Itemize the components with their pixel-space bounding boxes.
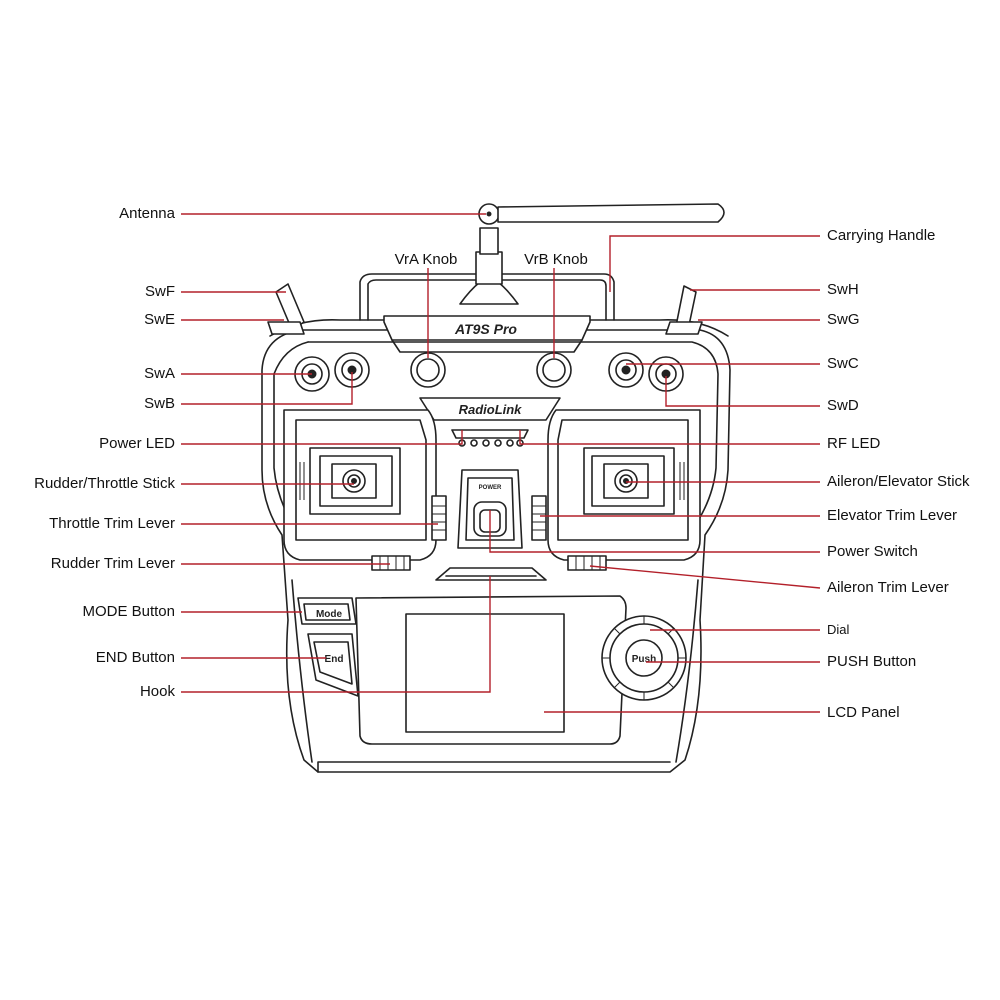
push-button-label: Push xyxy=(632,654,656,665)
label-rf-led: RF LED xyxy=(827,435,881,452)
model-label: AT9S Pro xyxy=(454,321,517,337)
leader-rf-led xyxy=(519,430,820,445)
rudder-throttle-stick[interactable] xyxy=(283,409,437,561)
label-hook: Hook xyxy=(140,683,176,700)
elevator-trim-lever[interactable] xyxy=(531,495,547,541)
label-aileron-trim-lever: Aileron Trim Lever xyxy=(827,579,949,596)
label-vrb-knob: VrB Knob xyxy=(524,251,588,268)
leader-swd xyxy=(665,376,820,407)
label-end-button: END Button xyxy=(96,649,175,666)
label-swd: SwD xyxy=(827,397,859,414)
mode-button-label: Mode xyxy=(316,609,343,620)
label-vra-knob: VrA Knob xyxy=(395,251,458,268)
label-mode-button: MODE Button xyxy=(82,603,175,620)
rudder-trim-lever[interactable] xyxy=(371,555,411,571)
label-swc: SwC xyxy=(827,355,859,372)
label-swb: SwB xyxy=(144,395,175,412)
label-dial: Dial xyxy=(827,622,850,637)
label-rudder-throttle-stick: Rudder/Throttle Stick xyxy=(34,475,175,492)
led-row xyxy=(458,439,524,447)
label-carrying-handle: Carrying Handle xyxy=(827,227,935,244)
end-button[interactable] xyxy=(307,633,359,697)
antenna xyxy=(459,203,725,305)
label-elevator-trim-lever: Elevator Trim Lever xyxy=(827,507,957,524)
label-power-switch: Power Switch xyxy=(827,543,918,560)
power-switch[interactable] xyxy=(457,469,523,549)
throttle-trim-lever[interactable] xyxy=(431,495,447,541)
hook xyxy=(435,567,547,581)
end-button-label: End xyxy=(325,654,344,665)
swc-switch[interactable] xyxy=(608,352,644,388)
swh-swg-switch[interactable] xyxy=(665,285,703,335)
label-swh: SwH xyxy=(827,281,859,298)
swf-swe-switch[interactable] xyxy=(267,283,305,335)
leader-swb xyxy=(181,372,353,405)
label-swf: SwF xyxy=(145,283,175,300)
aileron-trim-lever[interactable] xyxy=(567,555,607,571)
swb-switch[interactable] xyxy=(334,352,370,388)
label-rudder-trim-lever: Rudder Trim Lever xyxy=(51,555,175,572)
leader-aileron-trim-lever xyxy=(589,565,821,589)
leader-hook xyxy=(181,576,491,693)
labels: Antenna Carrying Handle VrA Knob VrB Kno… xyxy=(34,205,970,721)
label-swg: SwG xyxy=(827,311,860,328)
label-throttle-trim-lever: Throttle Trim Lever xyxy=(49,515,175,532)
brand-label: RadioLink xyxy=(459,402,523,417)
vra-knob[interactable] xyxy=(410,352,446,388)
power-switch-label: POWER xyxy=(479,485,502,491)
label-lcd-panel: LCD Panel xyxy=(827,704,900,721)
vrb-knob[interactable] xyxy=(536,352,572,388)
label-swe: SwE xyxy=(144,311,175,328)
aileron-elevator-stick[interactable] xyxy=(547,409,701,561)
leader-carrying-handle xyxy=(609,235,820,292)
leader-power-switch xyxy=(489,510,820,553)
leader-lines xyxy=(181,213,821,713)
mode-button[interactable] xyxy=(297,597,357,625)
label-push-button: PUSH Button xyxy=(827,653,916,670)
push-button[interactable] xyxy=(625,639,663,677)
label-aileron-elevator-stick: Aileron/Elevator Stick xyxy=(827,473,970,490)
lcd-panel xyxy=(355,595,627,745)
label-swa: SwA xyxy=(144,365,175,382)
leader-power-led xyxy=(181,430,463,445)
label-antenna: Antenna xyxy=(119,205,176,222)
label-power-led: Power LED xyxy=(99,435,175,452)
